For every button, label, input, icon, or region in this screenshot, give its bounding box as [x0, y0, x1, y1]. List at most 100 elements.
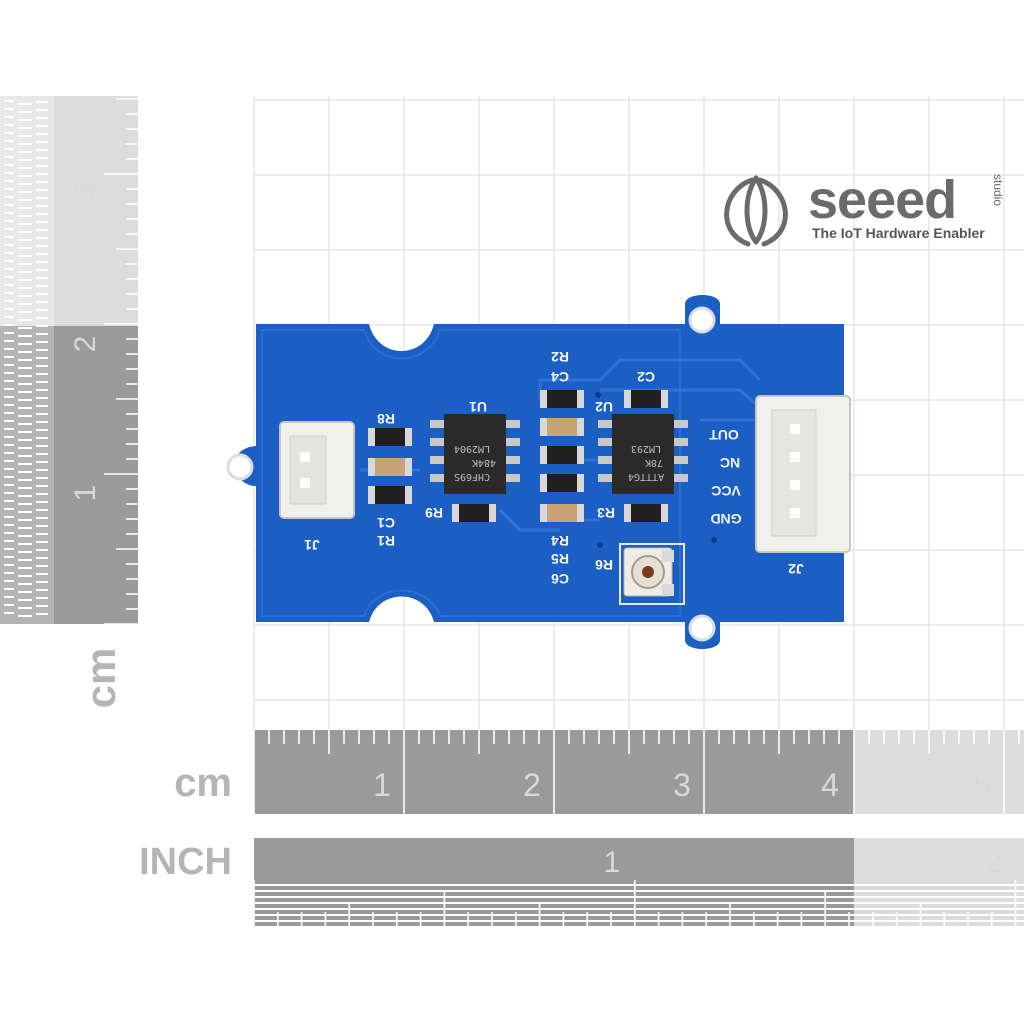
ruler-bar	[36, 189, 48, 191]
ruler-bar	[36, 565, 48, 567]
logo-tagline: The IoT Hardware Enabler	[812, 225, 985, 241]
ruler-bar	[18, 503, 32, 505]
ruler-bar	[18, 303, 32, 305]
ruler-bar	[4, 292, 14, 294]
ruler-bar	[254, 908, 1024, 910]
ruler-bar	[4, 580, 14, 582]
inch-ruler-label: INCH	[139, 841, 232, 883]
smd-r8: 104	[368, 428, 412, 446]
ruler-bar	[18, 583, 32, 585]
ruler-bar	[18, 407, 32, 409]
cm-number-4: 4	[821, 767, 839, 803]
ruler-bar	[36, 389, 48, 391]
ruler-bar	[18, 319, 32, 321]
ruler-bar	[36, 509, 48, 511]
label-r1: R1	[377, 533, 395, 549]
ruler-bar	[18, 127, 32, 129]
ruler-bar	[4, 100, 14, 102]
ruler-bar	[18, 439, 32, 441]
label-j2: J2	[788, 561, 804, 577]
ruler-bar	[18, 111, 32, 113]
ruler-bar	[18, 535, 32, 537]
label-vcc: VCC	[711, 483, 741, 499]
chip-u1: LM2904 484K CHF69S	[430, 414, 520, 494]
ruler-bar	[36, 157, 48, 159]
smd-r3: 101	[624, 504, 668, 522]
ruler-bar	[36, 477, 48, 479]
ruler-bar	[4, 524, 14, 526]
label-c2: C2	[637, 369, 655, 385]
cm-ruler-label: cm	[174, 761, 232, 805]
ruler-bar	[4, 404, 14, 406]
label-r4: R4	[551, 533, 569, 549]
chip-u1-line1: LM2904	[454, 443, 490, 454]
ruler-bar	[36, 557, 48, 559]
mounting-hole-left	[226, 453, 254, 481]
ruler-bar	[4, 308, 14, 310]
logo-studio: studio	[991, 174, 1005, 206]
ruler-bar	[36, 309, 48, 311]
ruler-bar	[36, 493, 48, 495]
chip-pin	[598, 456, 612, 464]
ruler-bar	[36, 605, 48, 607]
ruler-bar	[4, 460, 14, 462]
chip-u2-line2: 78K	[645, 457, 663, 468]
label-nc: NC	[720, 455, 740, 471]
ruler-bar	[4, 204, 14, 206]
ruler-bar	[36, 301, 48, 303]
ruler-bar	[4, 564, 14, 566]
ruler-bar	[18, 463, 32, 465]
ruler-bar	[18, 103, 32, 105]
ruler-bar	[4, 196, 14, 198]
ruler-bar	[36, 293, 48, 295]
label-out: OUT	[709, 427, 739, 443]
ruler-bar	[18, 391, 32, 393]
ruler-bar	[18, 615, 32, 617]
label-r5: R5	[551, 551, 569, 567]
label-u2: U2	[595, 399, 613, 415]
smd-c4	[540, 418, 584, 436]
ruler-bar	[18, 367, 32, 369]
label-gnd: GND	[710, 511, 741, 527]
chip-pin	[674, 474, 688, 482]
ruler-bar	[4, 228, 14, 230]
chip-u2-line3: ATTTG4	[628, 471, 664, 482]
ruler-bar	[18, 271, 32, 273]
ruler-bar	[36, 277, 48, 279]
ruler-bar	[4, 540, 14, 542]
ruler-bar	[18, 447, 32, 449]
ruler-bar	[18, 207, 32, 209]
ruler-bar	[18, 135, 32, 137]
ruler-bar	[4, 124, 14, 126]
ruler-bar	[36, 141, 48, 143]
ruler-bar	[18, 263, 32, 265]
ruler-bar	[18, 143, 32, 145]
ruler-bar	[18, 287, 32, 289]
ruler-bar	[4, 324, 14, 326]
ruler-bar	[36, 333, 48, 335]
ruler-bar	[4, 556, 14, 558]
ruler-bar	[4, 140, 14, 142]
ruler-bar	[4, 236, 14, 238]
smd-r3-code: 101	[638, 507, 654, 517]
chip-u1-line2: 484K	[472, 457, 496, 468]
ruler-bar	[18, 151, 32, 153]
ruler-bar	[4, 548, 14, 550]
label-r6: R6	[595, 557, 613, 573]
ruler-bar	[36, 445, 48, 447]
chip-u2-line1: LM293	[631, 443, 661, 454]
smd-r2-code: 302	[554, 393, 570, 403]
ruler-bar	[36, 109, 48, 111]
ruler-bar	[18, 199, 32, 201]
ruler-bar	[4, 340, 14, 342]
ruler-bar	[18, 527, 32, 529]
label-j1: J1	[304, 537, 320, 553]
ruler-bar	[18, 511, 32, 513]
smd-c2	[624, 390, 668, 408]
ruler-bar	[18, 383, 32, 385]
ruler-bar	[18, 351, 32, 353]
chip-pin	[598, 420, 612, 428]
ruler-bar	[18, 471, 32, 473]
ruler-bar	[36, 245, 48, 247]
ruler-bar	[18, 423, 32, 425]
